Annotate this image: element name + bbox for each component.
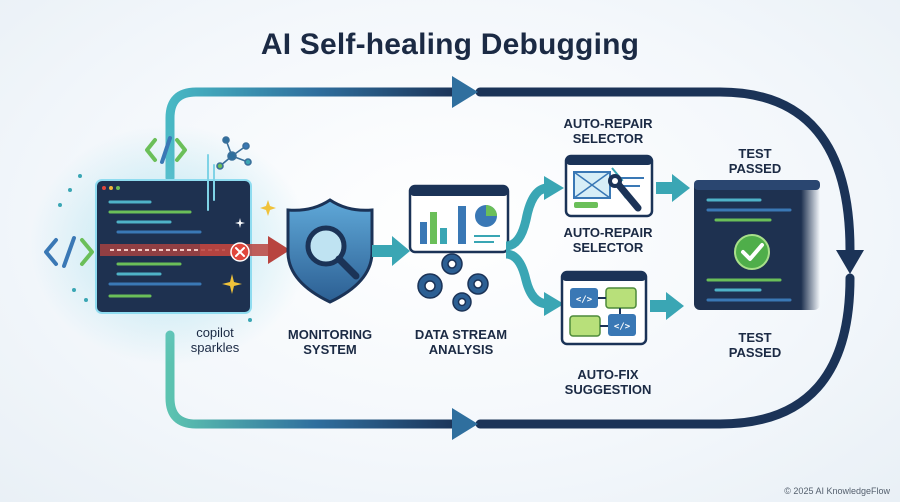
analytics-dashboard-icon bbox=[408, 184, 510, 254]
sparkle-icon bbox=[222, 200, 276, 294]
branch-arrow-up bbox=[505, 176, 564, 251]
wrench-icon bbox=[608, 174, 642, 212]
branch-arrow-down bbox=[505, 249, 564, 316]
check-circle-icon bbox=[734, 234, 770, 270]
code-editor-panel bbox=[30, 125, 310, 365]
code-glyph-icon bbox=[145, 136, 187, 164]
loop-bottom-arrow bbox=[165, 273, 855, 440]
copilot-sparkles-label: copilot sparkles bbox=[190, 325, 240, 355]
auto-fix-suggestion-label: AUTO-FIX SUGGESTION bbox=[564, 367, 652, 397]
auto-repair-selector-top-label: AUTO-REPAIR SELECTOR bbox=[563, 116, 653, 146]
code-glyph-icon bbox=[44, 236, 94, 268]
page-title: AI Self-healing Debugging bbox=[260, 28, 640, 61]
auto-repair-selector-mid-label: AUTO-REPAIR SELECTOR bbox=[563, 225, 653, 255]
copyright-text: © 2025 AI KnowledgeFlow bbox=[784, 486, 890, 496]
data-stream-lines bbox=[207, 154, 215, 211]
monitoring-system-label: MONITORING SYSTEM bbox=[287, 327, 373, 357]
code-glyph-label: </> bbox=[576, 295, 593, 305]
code-glyph-label: </> bbox=[614, 322, 631, 332]
test-passed-bottom-label: TEST PASSED bbox=[728, 330, 782, 360]
data-stream-analysis-label: DATA STREAM ANALYSIS bbox=[414, 327, 508, 357]
loop-top-arrow bbox=[165, 76, 864, 274]
flow-arrow bbox=[650, 292, 684, 320]
shield-magnifier-icon bbox=[286, 198, 374, 304]
flow-arrow bbox=[260, 243, 280, 257]
decorative-dots bbox=[58, 174, 252, 322]
flow-arrow bbox=[372, 236, 410, 266]
gears-icon bbox=[417, 253, 489, 312]
test-passed-top-label: TEST PASSED bbox=[728, 146, 782, 176]
error-x-icon bbox=[230, 242, 250, 262]
flow-arrow bbox=[656, 174, 690, 202]
network-node-icon bbox=[216, 136, 252, 170]
auto-fix-window-icon: </> </> bbox=[560, 270, 648, 346]
